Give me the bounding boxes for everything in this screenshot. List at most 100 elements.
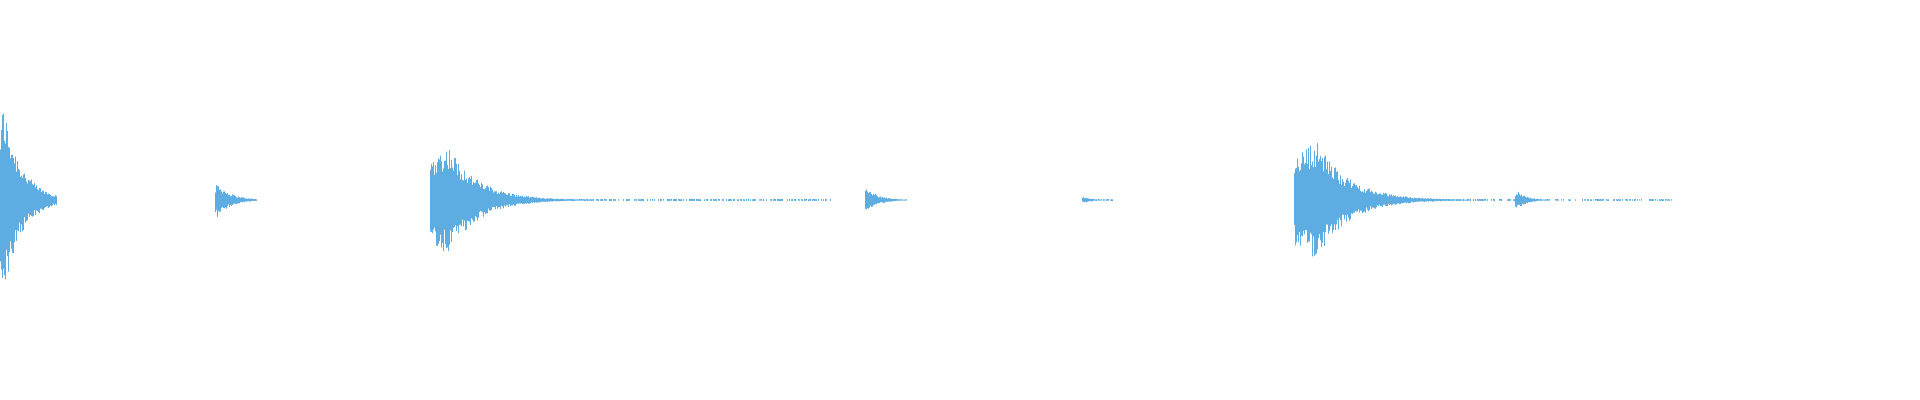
waveform-sample xyxy=(1328,174,1329,234)
waveform-sample xyxy=(448,169,449,252)
waveform-sample xyxy=(1588,199,1589,201)
waveform-sample xyxy=(1301,163,1302,236)
waveform-sample xyxy=(250,198,251,202)
waveform-sample xyxy=(231,196,232,206)
waveform-sample xyxy=(46,192,47,207)
waveform-sample xyxy=(463,180,464,227)
waveform-sample xyxy=(582,199,583,201)
waveform-sample xyxy=(457,175,458,227)
waveform-sample xyxy=(866,189,867,210)
waveform-sample xyxy=(722,199,723,201)
waveform-sample xyxy=(572,199,573,201)
waveform-sample xyxy=(1358,188,1359,210)
waveform-sample xyxy=(792,198,793,202)
waveform-sample xyxy=(808,199,809,202)
waveform-sample xyxy=(51,195,52,207)
waveform-sample xyxy=(618,199,619,201)
waveform-sample xyxy=(37,189,38,211)
waveform-sample xyxy=(4,141,5,276)
waveform-sample xyxy=(40,188,41,209)
waveform-sample xyxy=(512,193,513,206)
waveform-sample xyxy=(1376,192,1377,208)
waveform-sample xyxy=(539,197,540,203)
waveform-sample xyxy=(452,167,453,233)
waveform-sample xyxy=(1448,199,1449,201)
waveform-sample xyxy=(898,199,899,201)
waveform-sample xyxy=(1596,199,1597,201)
waveform-sample xyxy=(1320,155,1321,241)
waveform-sample xyxy=(798,198,799,201)
waveform-sample xyxy=(221,191,222,208)
waveform-sample xyxy=(1318,161,1319,239)
waveform-sample xyxy=(1461,199,1462,201)
waveform-sample xyxy=(1349,183,1350,221)
waveform-sample xyxy=(1304,164,1305,235)
waveform-sample xyxy=(223,191,224,208)
waveform-sample xyxy=(1524,195,1525,204)
waveform-sample xyxy=(614,199,615,201)
waveform-sample xyxy=(1601,199,1602,201)
waveform-sample xyxy=(11,154,12,249)
waveform-sample xyxy=(1426,198,1427,202)
waveform-sample xyxy=(1597,199,1598,201)
waveform-sample xyxy=(1602,199,1603,201)
waveform-sample xyxy=(1325,155,1326,232)
waveform-sample xyxy=(1424,198,1425,203)
waveform-sample xyxy=(1324,156,1325,246)
waveform-sample xyxy=(1533,198,1534,202)
waveform-sample xyxy=(1593,199,1594,201)
waveform-bars xyxy=(0,113,1672,280)
waveform-sample xyxy=(1351,188,1352,214)
waveform-sample xyxy=(239,197,240,204)
waveform-sample xyxy=(753,199,754,202)
waveform-sample xyxy=(430,169,431,232)
waveform-sample xyxy=(462,179,463,220)
waveform-sample xyxy=(1091,199,1092,202)
waveform-sample xyxy=(629,198,630,201)
waveform-sample xyxy=(1430,198,1431,202)
waveform-sample xyxy=(1456,199,1457,201)
waveform-sample xyxy=(1412,198,1413,203)
waveform-sample xyxy=(445,160,446,244)
waveform-sample xyxy=(542,198,543,202)
waveform-sample xyxy=(654,199,655,201)
waveform-sample xyxy=(1415,197,1416,202)
waveform-sample xyxy=(686,199,687,201)
waveform-sample xyxy=(1532,198,1533,202)
waveform-sample xyxy=(1616,199,1617,201)
waveform-sample xyxy=(1405,196,1406,203)
waveform-sample xyxy=(434,174,435,228)
waveform-sample xyxy=(676,199,677,202)
waveform-sample xyxy=(1669,199,1670,201)
waveform-sample xyxy=(1374,193,1375,209)
waveform-sample xyxy=(1338,179,1339,230)
waveform-sample xyxy=(775,199,776,201)
waveform-sample xyxy=(740,199,741,201)
waveform-sample xyxy=(526,196,527,204)
waveform-sample xyxy=(1388,196,1389,204)
waveform-sample xyxy=(693,199,694,201)
waveform-sample xyxy=(697,199,698,201)
waveform-sample xyxy=(254,199,255,201)
waveform-sample xyxy=(878,197,879,204)
waveform-sample xyxy=(1,130,2,270)
waveform-sample xyxy=(1466,199,1467,201)
waveform-sample xyxy=(485,188,486,214)
waveform-sample xyxy=(224,191,225,209)
waveform-sample xyxy=(1536,198,1537,202)
waveform-sample xyxy=(1526,197,1527,203)
waveform-sample xyxy=(589,199,590,201)
waveform-sample xyxy=(1523,195,1524,205)
waveform-sample xyxy=(469,177,470,222)
waveform-sample xyxy=(690,198,691,201)
waveform-sample xyxy=(635,199,636,201)
waveform-sample xyxy=(875,193,876,204)
waveform-sample xyxy=(634,199,635,201)
waveform-sample xyxy=(529,197,530,204)
waveform-sample xyxy=(233,195,234,205)
waveform-sample xyxy=(1450,199,1451,201)
waveform-sample xyxy=(1295,168,1296,246)
waveform-sample xyxy=(1568,199,1569,201)
waveform-sample xyxy=(1663,199,1664,201)
